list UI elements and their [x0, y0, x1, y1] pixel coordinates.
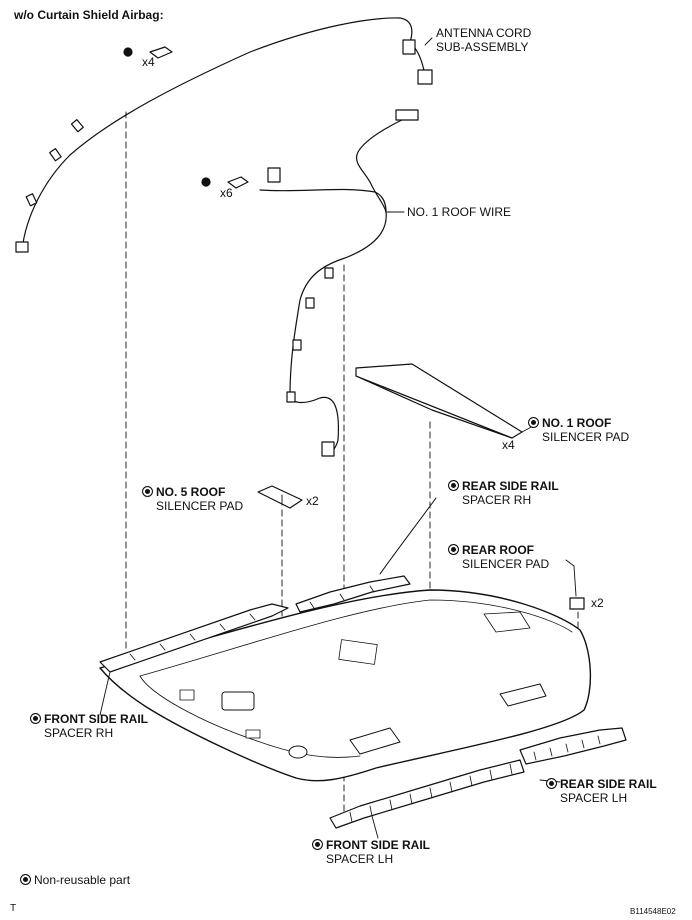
antenna-cord-sub-assembly — [15, 17, 433, 253]
no-1-roof-silencer-pad-shape — [355, 363, 523, 439]
label-line: NO. 5 ROOF — [142, 485, 243, 499]
non-reusable-icon — [312, 839, 323, 850]
roof-headliner — [99, 589, 592, 782]
roof-wire-harness — [259, 109, 419, 457]
clip-icon — [123, 46, 173, 59]
legend: Non-reusable part — [20, 873, 130, 887]
label-line: SILENCER PAD — [462, 557, 550, 571]
non-reusable-icon — [142, 486, 153, 497]
label-line: SPACER RH — [462, 493, 532, 507]
non-reusable-icon — [448, 544, 459, 555]
diagram-title: w/o Curtain Shield Airbag: — [14, 8, 164, 22]
silencer-pad-1-label: NO. 1 ROOF SILENCER PAD — [528, 416, 629, 444]
label-line: SILENCER PAD — [542, 430, 630, 444]
clip-quantity: x4 — [142, 55, 155, 69]
rear-roof-silencer-label: REAR ROOF SILENCER PAD — [448, 543, 549, 571]
legend-text: Non-reusable part — [34, 873, 131, 887]
label-line: SILENCER PAD — [156, 499, 244, 513]
non-reusable-icon — [20, 874, 31, 885]
label-line: REAR SIDE RAIL — [448, 479, 559, 493]
silencer-pad-1-quantity: x4 — [502, 438, 515, 452]
no-5-roof-silencer-pad-shape — [257, 485, 303, 509]
silencer-pad-5-label: NO. 5 ROOF SILENCER PAD — [142, 485, 243, 513]
clip-quantity: x6 — [220, 186, 233, 200]
silencer-pad-5-quantity: x2 — [306, 494, 319, 508]
antenna-cord-label: ANTENNA CORD SUB-ASSEMBLY — [436, 26, 531, 54]
rear-side-rail-spacer-lh-shape — [519, 727, 627, 765]
label-line: SPACER RH — [44, 726, 114, 740]
non-reusable-icon — [546, 778, 557, 789]
label-line: REAR SIDE RAIL — [546, 777, 657, 791]
label-line: FRONT SIDE RAIL — [30, 712, 148, 726]
front-side-rail-spacer-lh-shape — [329, 759, 525, 829]
front-side-rail-lh-label: FRONT SIDE RAIL SPACER LH — [312, 838, 430, 866]
front-side-rail-rh-label: FRONT SIDE RAIL SPACER RH — [30, 712, 148, 740]
rear-roof-silencer-quantity: x2 — [591, 596, 604, 610]
non-reusable-icon — [448, 480, 459, 491]
label-line: SPACER LH — [326, 852, 394, 866]
label-line: REAR ROOF — [448, 543, 549, 557]
label-line: SPACER LH — [560, 791, 628, 805]
label-line: FRONT SIDE RAIL — [312, 838, 430, 852]
non-reusable-icon — [528, 417, 539, 428]
clip-icon — [201, 176, 249, 189]
label-line: ANTENNA CORD — [436, 26, 532, 40]
rear-side-rail-spacer-rh-shape — [295, 497, 437, 613]
footer-mark: T — [10, 903, 17, 914]
label-line: SUB-ASSEMBLY — [436, 40, 529, 54]
rear-roof-silencer-pad-shape — [569, 597, 585, 610]
figure-code: B114548E02 — [630, 907, 676, 916]
rear-side-rail-lh-label: REAR SIDE RAIL SPACER LH — [546, 777, 657, 805]
non-reusable-icon — [30, 713, 41, 724]
rear-side-rail-rh-label: REAR SIDE RAIL SPACER RH — [448, 479, 559, 507]
roof-wire-label: NO. 1 ROOF WIRE — [407, 205, 512, 219]
label-line: NO. 1 ROOF — [528, 416, 629, 430]
